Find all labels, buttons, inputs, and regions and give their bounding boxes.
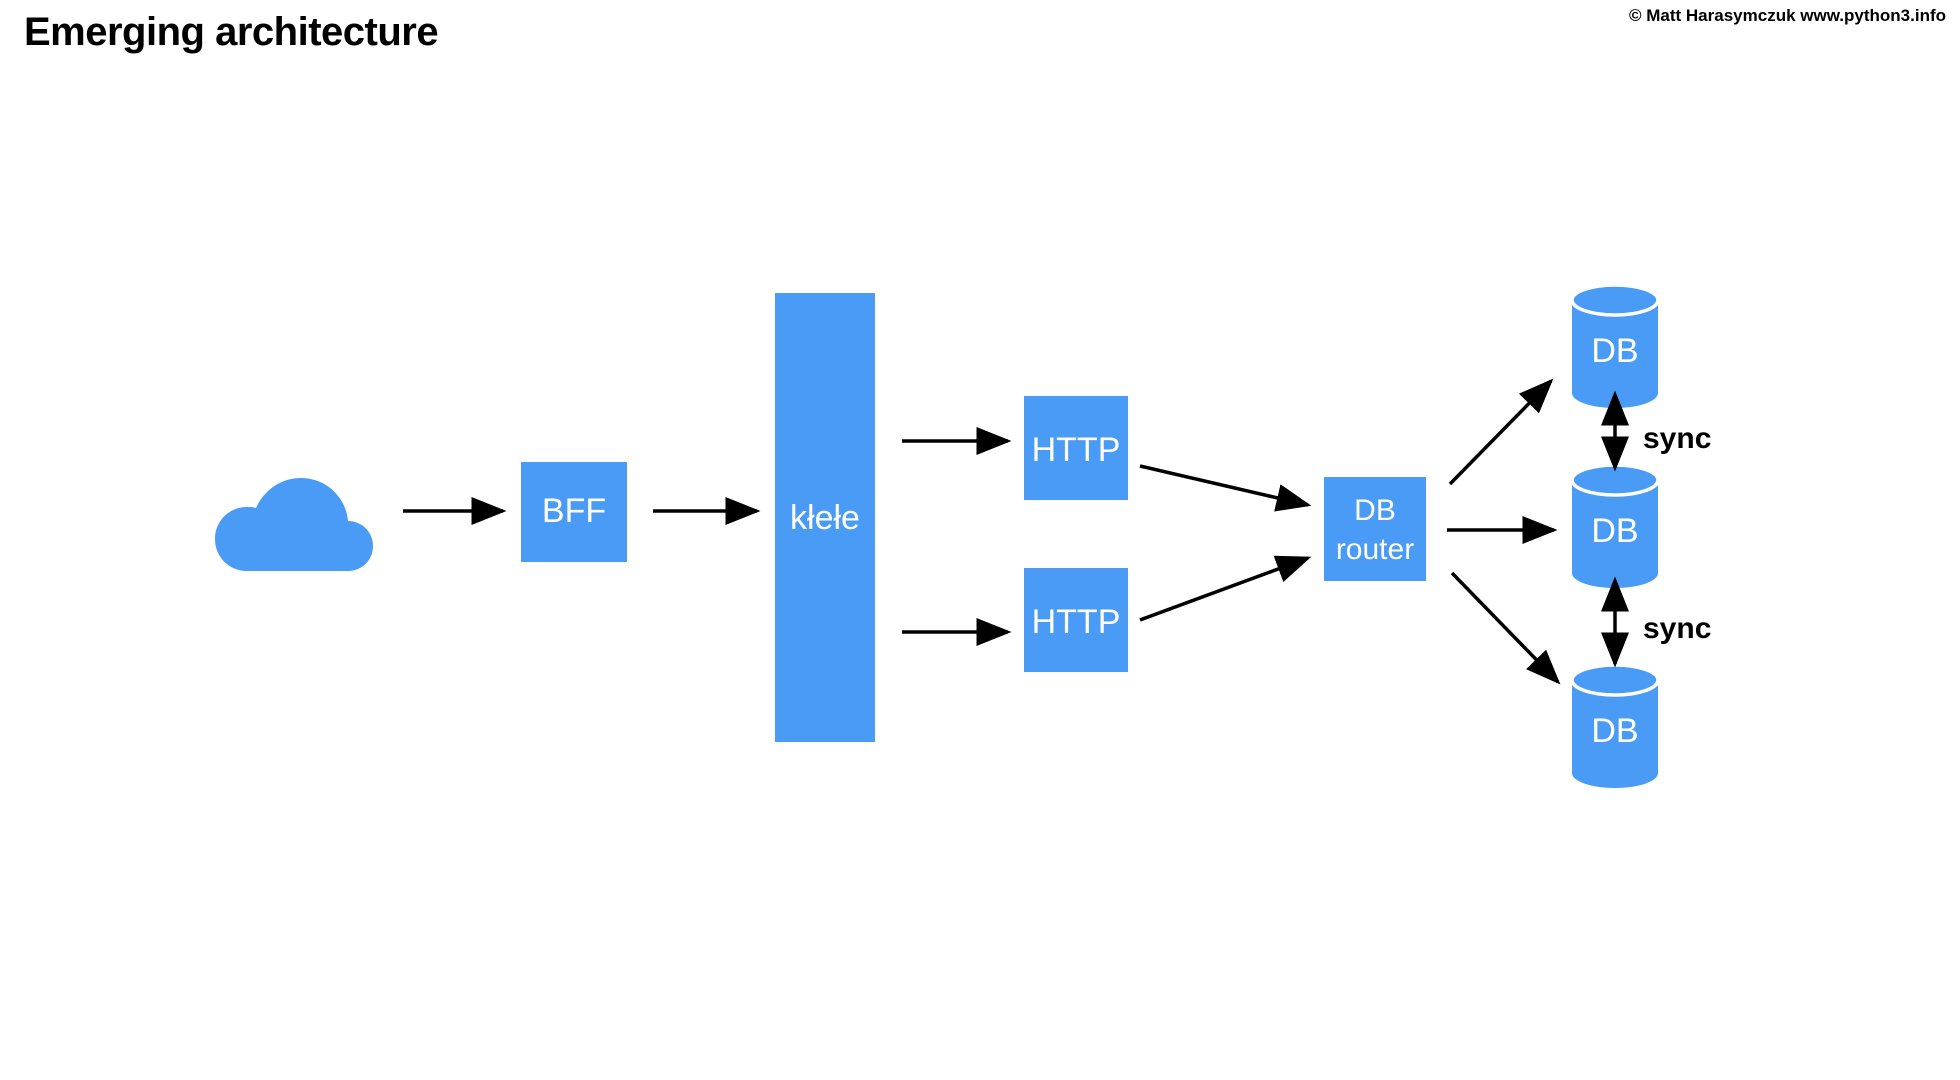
node-db-middle[interactable]: DB <box>1570 463 1660 588</box>
db-middle-label: DB <box>1591 512 1638 550</box>
edge-db-router-to-db-bottom <box>1450 571 1561 685</box>
queue-label: kłełe <box>790 499 860 537</box>
http-bottom-box <box>1024 568 1128 672</box>
http-bottom-label: HTTP <box>1032 603 1121 641</box>
db-bottom-label: DB <box>1591 712 1638 750</box>
db-router-label-line2: router <box>1336 533 1414 566</box>
db-top-cylinder-cap <box>1570 283 1660 317</box>
bff-label: BFF <box>542 492 606 530</box>
db-top-label: DB <box>1591 332 1638 370</box>
copyright-notice: © Matt Harasymczuk www.python3.info <box>1629 6 1946 25</box>
db-bottom-cylinder-body <box>1572 680 1658 788</box>
page-title: Emerging architecture <box>24 10 439 54</box>
sync-label-upper: sync <box>1643 422 1711 455</box>
edge-http-bottom-to-db-router <box>1139 555 1312 622</box>
node-db-router[interactable]: DB router <box>1324 477 1426 581</box>
edge-db-router-to-db-top <box>1448 378 1554 486</box>
node-cloud[interactable] <box>215 478 373 571</box>
sync-label-lower: sync <box>1643 612 1711 645</box>
db-middle-cylinder-body <box>1572 480 1658 588</box>
node-queue[interactable]: kłełe <box>775 293 875 742</box>
queue-box <box>775 293 875 742</box>
node-http-top[interactable]: HTTP <box>1024 396 1128 500</box>
db-middle-cylinder-cap <box>1570 463 1660 497</box>
db-bottom-cylinder-cap <box>1570 663 1660 697</box>
http-top-box <box>1024 396 1128 500</box>
http-top-label: HTTP <box>1032 431 1121 469</box>
bff-box <box>521 462 627 562</box>
node-db-top[interactable]: DB <box>1570 283 1660 408</box>
edge-http-top-to-db-router <box>1139 464 1312 512</box>
node-http-bottom[interactable]: HTTP <box>1024 568 1128 672</box>
db-top-cylinder-body <box>1572 300 1658 408</box>
cloud-icon <box>215 478 373 571</box>
db-router-label-line1: DB <box>1354 494 1396 527</box>
db-router-box <box>1324 477 1426 581</box>
node-bff[interactable]: BFF <box>521 462 627 562</box>
node-db-bottom[interactable]: DB <box>1570 663 1660 788</box>
